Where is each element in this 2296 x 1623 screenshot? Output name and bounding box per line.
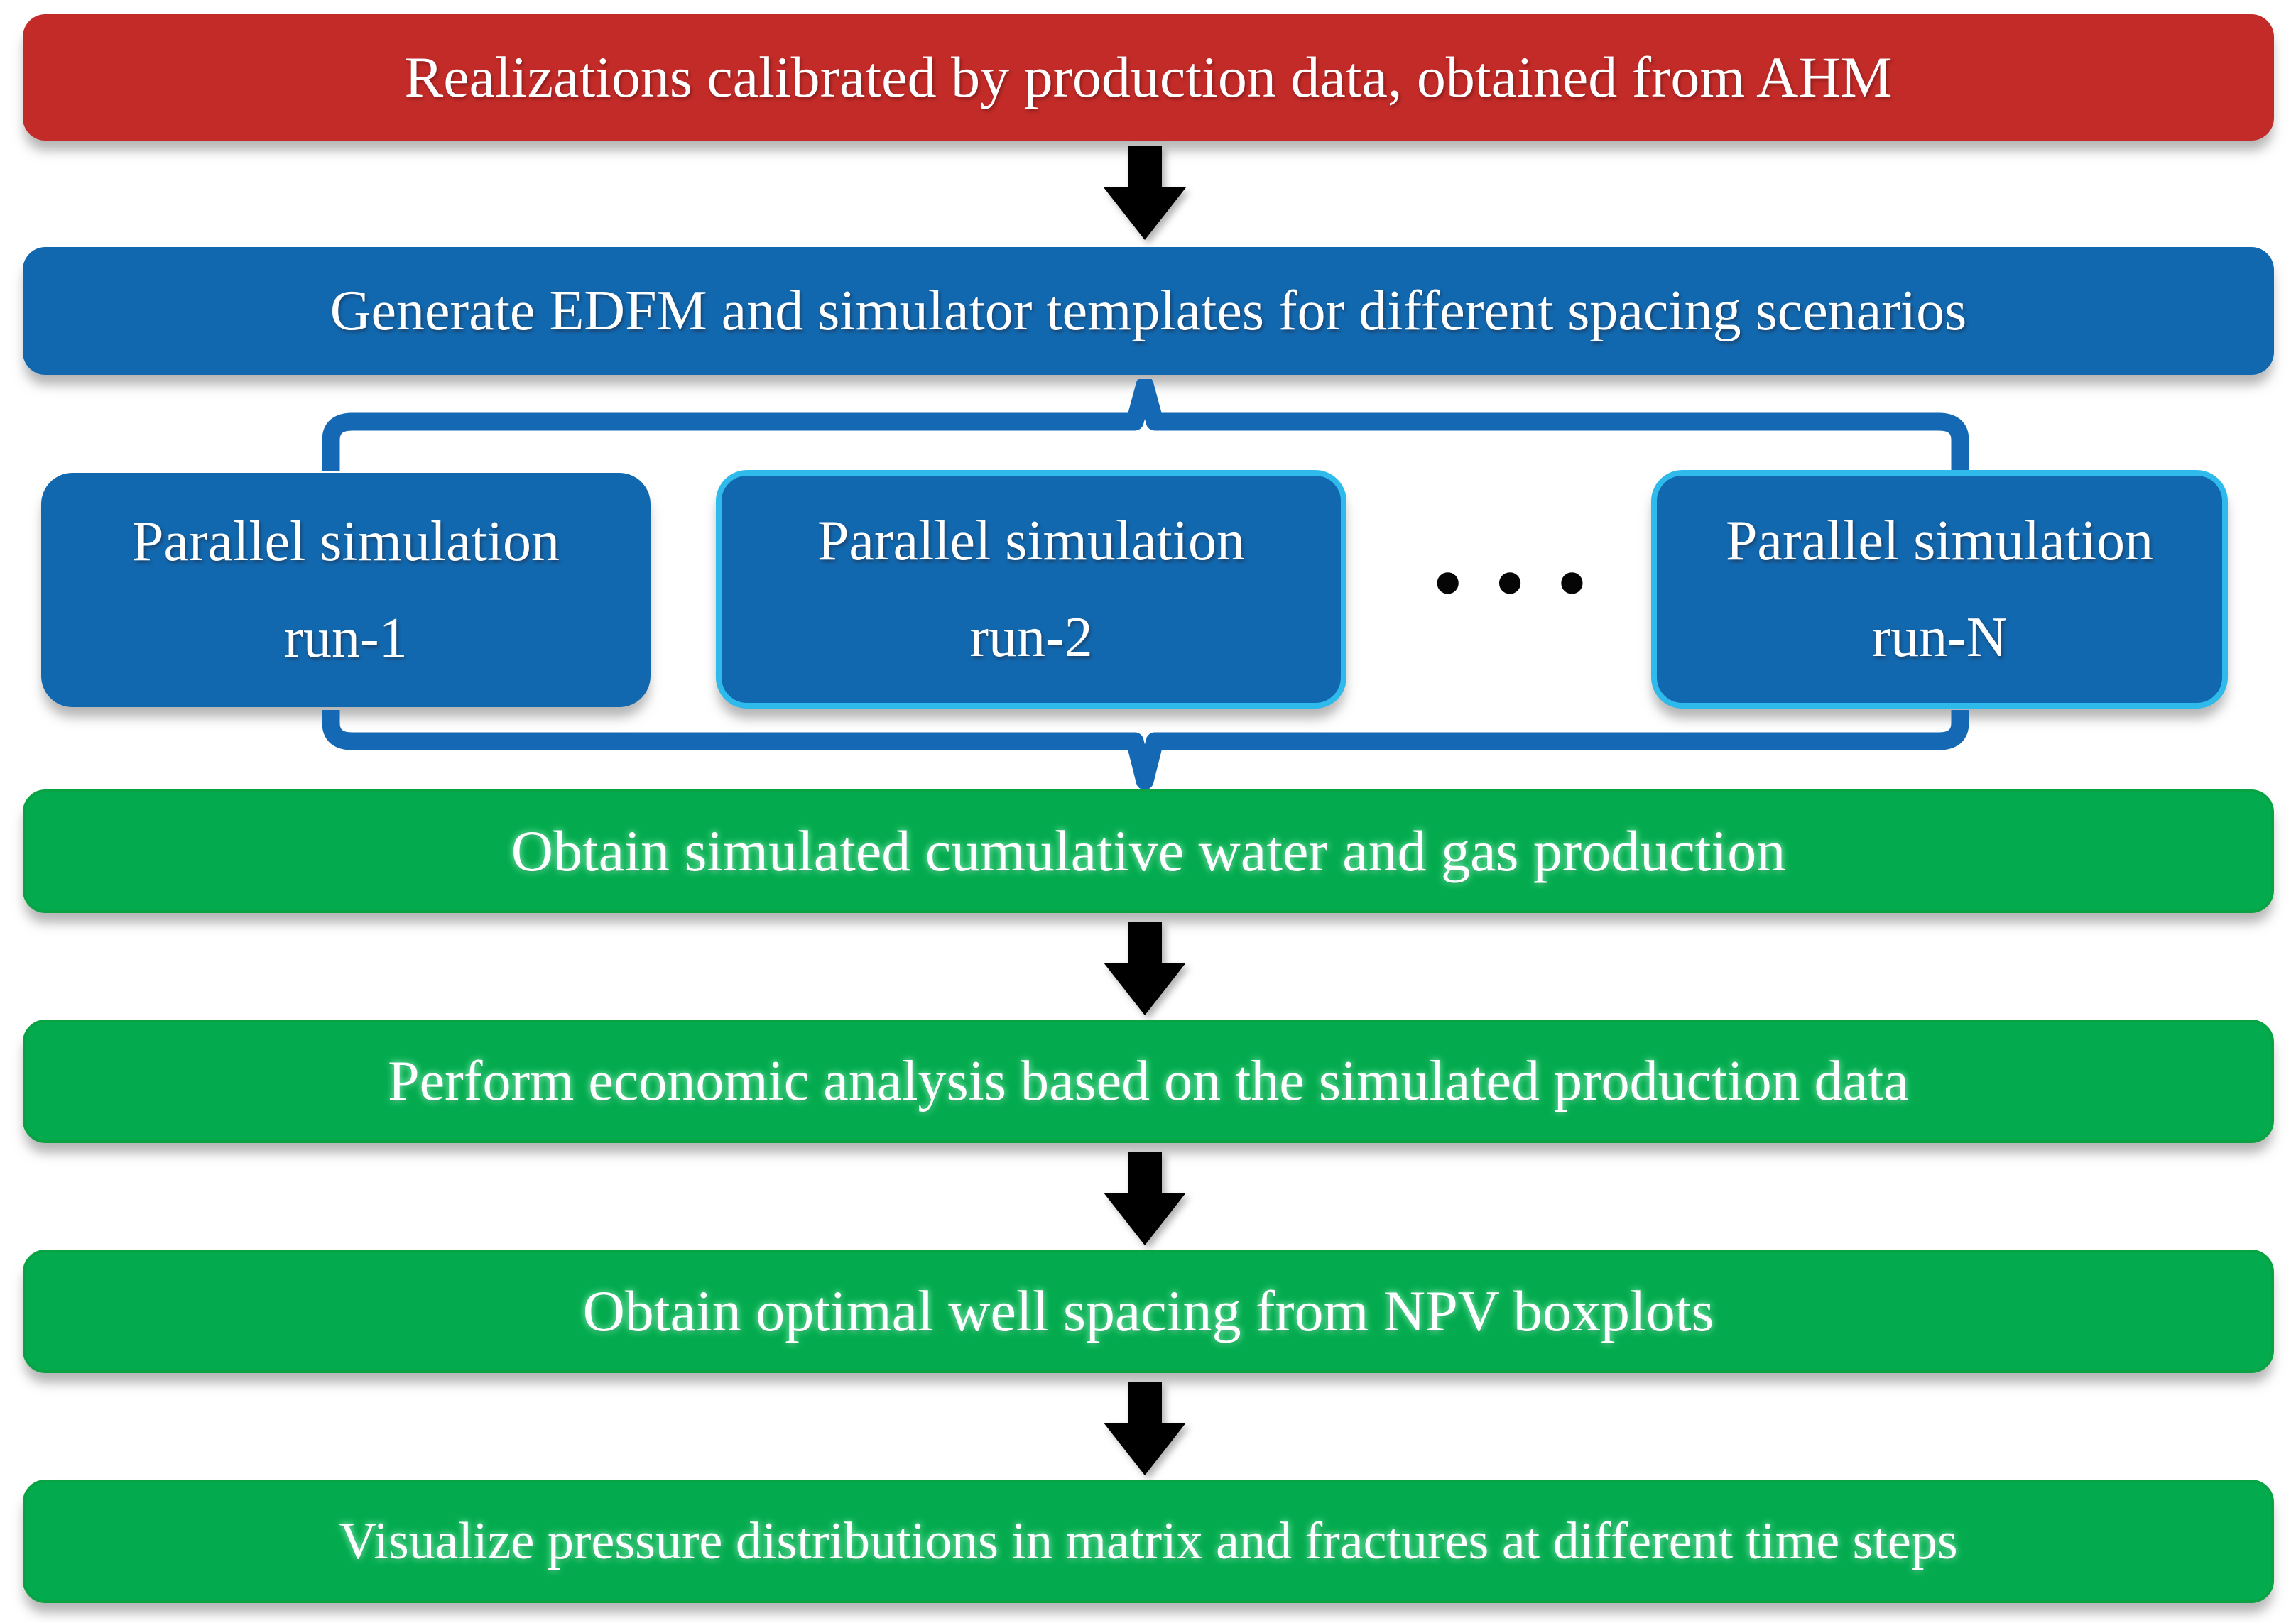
flow-step-economic-analysis-label: Perform economic analysis based on the s… (388, 1049, 1909, 1113)
parallel-run-2-line2: run-2 (969, 606, 1093, 669)
flow-step-cumulative-production: Obtain simulated cumulative water and ga… (23, 789, 2274, 913)
merge-brace-icon (322, 710, 1969, 789)
flow-step-pressure-visualization: Visualize pressure distributions in matr… (23, 1480, 2274, 1603)
flow-step-optimal-spacing-label: Obtain optimal well spacing from NPV box… (582, 1279, 1714, 1343)
flow-step-realizations: Realizations calibrated by production da… (23, 14, 2274, 141)
split-brace-icon (322, 379, 1969, 471)
flow-step-generate-templates-label: Generate EDFM and simulator templates fo… (330, 279, 1967, 342)
flow-step-economic-analysis: Perform economic analysis based on the s… (23, 1020, 2274, 1143)
flow-step-pressure-visualization-label: Visualize pressure distributions in matr… (339, 1512, 1958, 1570)
parallel-run-1-line1: Parallel simulation (131, 510, 560, 573)
flow-step-realizations-label: Realizations calibrated by production da… (404, 45, 1893, 109)
parallel-run-n-line1: Parallel simulation (1725, 510, 2154, 572)
down-arrow-icon (1104, 922, 1186, 1015)
parallel-run-n-box: Parallel simulation run-N (1651, 470, 2228, 709)
parallel-run-2-line1: Parallel simulation (817, 510, 1246, 572)
flow-step-cumulative-production-label: Obtain simulated cumulative water and ga… (511, 819, 1786, 883)
down-arrow-icon (1104, 1382, 1186, 1475)
parallel-run-1-line2: run-1 (284, 607, 408, 670)
down-arrow-icon (1104, 146, 1186, 240)
flow-step-generate-templates: Generate EDFM and simulator templates fo… (23, 247, 2274, 375)
flow-step-optimal-spacing: Obtain optimal well spacing from NPV box… (23, 1250, 2274, 1373)
ellipsis-dots: ••• (1426, 542, 1613, 628)
parallel-run-n-line2: run-N (1871, 606, 2008, 669)
parallel-run-2-box: Parallel simulation run-2 (716, 470, 1346, 709)
down-arrow-icon (1104, 1152, 1186, 1245)
parallel-run-1-box: Parallel simulation run-1 (41, 473, 651, 707)
